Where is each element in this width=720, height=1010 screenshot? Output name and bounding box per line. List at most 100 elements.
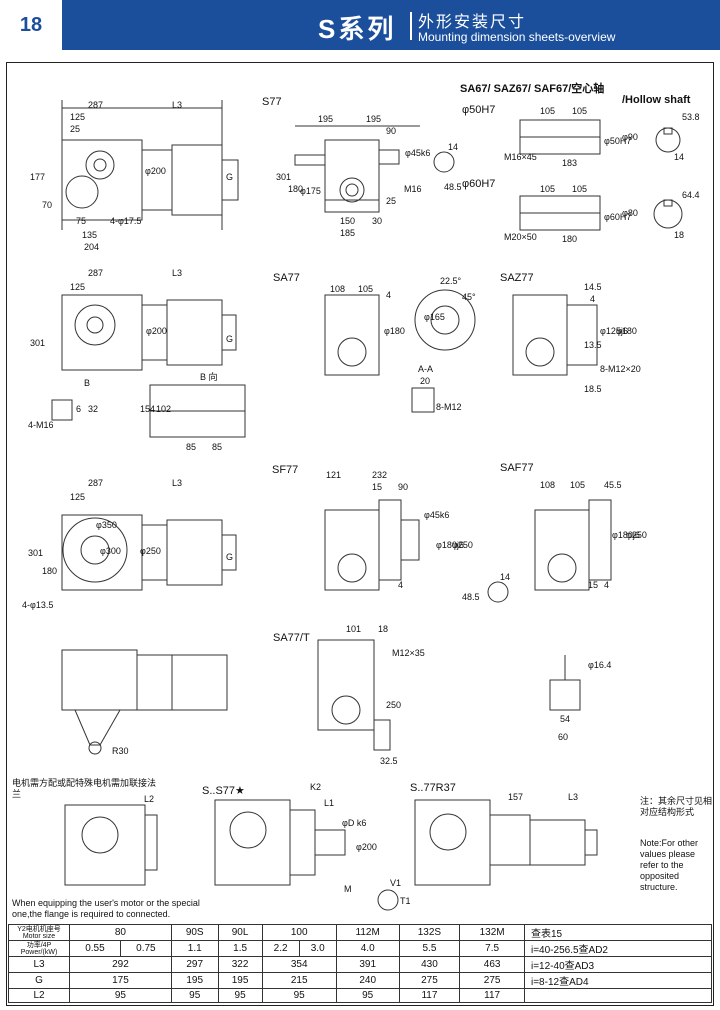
dim-s77-G: G — [226, 172, 234, 182]
dim-bottom-157: 157 — [508, 792, 524, 802]
label-section-aa: A-A — [418, 364, 434, 374]
dim-sa77-phi200: φ200 — [146, 326, 167, 336]
dim-s77-75: 75 — [76, 216, 87, 226]
dim-sa77t-M12x35: M12×35 — [392, 648, 425, 658]
dim-saz77-14.5: 14.5 — [584, 282, 602, 292]
table-cell: 322 — [217, 956, 263, 973]
dim-sa77s-45: 45° — [462, 292, 476, 302]
header-separator — [410, 12, 412, 40]
dim-h60-18: 18 — [674, 230, 685, 240]
table-power-cell: 7.5 — [459, 940, 525, 957]
table-power-cell: 5.5 — [398, 940, 461, 957]
table-cell: 292 — [69, 956, 172, 973]
dim-s77-125: 125 — [70, 112, 86, 122]
dim-sa77-6: 6 — [76, 404, 82, 414]
view-title-hollow-sub: /Hollow shaft — [622, 94, 691, 106]
sa77t-drawing — [61, 639, 581, 755]
dim-sf77s-45k6: φ45k6 — [424, 510, 450, 520]
table-cell: 215 — [261, 972, 337, 989]
dim-sa77s-4: 4 — [386, 290, 392, 300]
s77-main-drawing — [61, 100, 239, 230]
dim-sf77-G: G — [226, 552, 234, 562]
dim-sa77s-108: 108 — [330, 284, 346, 294]
table-cell: 117 — [398, 988, 461, 1003]
dim-sf77-301: 301 — [28, 548, 44, 558]
dim-sf77s-4: 4 — [398, 580, 404, 590]
table-cell: 275 — [398, 972, 461, 989]
table-cell: 240 — [335, 972, 400, 989]
table-cell: 297 — [170, 956, 219, 973]
table-cell: 95 — [335, 988, 400, 1003]
view-title-sa77t: SA77/T — [273, 632, 310, 644]
dim-sa77s-105: 105 — [358, 284, 374, 294]
table-row: 功率/4P Power/(kW) 0.55 0.75 1.1 1.5 2.2 3… — [8, 940, 712, 957]
drawing-frame — [6, 62, 714, 1006]
dim-h50-14: 14 — [674, 152, 685, 162]
view-title-hollow: SA67/ SAZ67/ SAF67/空心轴 — [460, 83, 605, 95]
dim-s77s-185: 185 — [340, 228, 356, 238]
table-row-label: G — [8, 972, 70, 989]
table-cell: 463 — [459, 956, 525, 973]
dim-s77-70: 70 — [42, 200, 53, 210]
dim-s77-25: 25 — [70, 124, 81, 134]
dim-sf77-125: 125 — [70, 492, 86, 502]
dim-sa77-287: 287 — [88, 268, 104, 278]
dim-bottom-200: φ200 — [356, 842, 377, 852]
dim-sa77-G: G — [226, 334, 234, 344]
page-header: 18 S系列 外形安装尺寸 Mounting dimension sheets-… — [0, 0, 720, 50]
table-row-label: L2 — [8, 988, 70, 1003]
dim-bottom-K2: K2 — [310, 782, 322, 792]
s77-side-drawing — [294, 125, 455, 213]
dim-sf77-300: φ300 — [100, 546, 121, 556]
table-power-cell: 2.2 — [261, 940, 300, 957]
dim-sa77-4M16: 4-M16 — [28, 420, 54, 430]
dim-s77s-25: 25 — [386, 196, 397, 206]
dim-saf77-45.5: 45.5 — [604, 480, 622, 490]
table-row: Y2电机机座号 Motor size 80 90S 90L 100 112M 1… — [8, 924, 712, 941]
dim-saz77-13.5: 13.5 — [584, 340, 602, 350]
dim-sa77t-R30: R30 — [112, 746, 129, 756]
view-title-saz77: SAZ77 — [500, 272, 534, 284]
dim-s77s-45k6: φ45k6 — [405, 148, 431, 158]
table-cell: 354 — [261, 956, 337, 973]
dim-saz77-18.5: 18.5 — [584, 384, 602, 394]
dim-s77-L3: L3 — [172, 100, 183, 110]
dim-s77s-90: 90 — [386, 126, 397, 136]
table-size-cell: 132M — [459, 924, 525, 941]
dim-saf77-4: 4 — [604, 580, 610, 590]
view-title-saf77: SAF77 — [500, 462, 534, 474]
table-cell: 117 — [459, 988, 525, 1003]
table-size-cell: 80 — [69, 924, 172, 941]
table-lookup-empty — [524, 988, 712, 1003]
dim-bottom-T1: T1 — [400, 896, 411, 906]
dim-sf77s-232: 232 — [372, 470, 388, 480]
dim-sa77t-18: 18 — [378, 624, 389, 634]
dim-s77s-150: 150 — [340, 216, 356, 226]
dim-sf77-180: 180 — [42, 566, 58, 576]
note-flange-en: When equipping the user's motor or the s… — [12, 898, 200, 919]
dim-sf77-350: φ350 — [96, 520, 117, 530]
dim-s77-phi200: φ200 — [145, 166, 166, 176]
table-power-cell: 3.0 — [298, 940, 337, 957]
bottom-row-drawings — [64, 799, 598, 911]
dim-saf77-108: 108 — [540, 480, 556, 490]
table-cell: 275 — [459, 972, 525, 989]
dim-s77-204: 204 — [84, 242, 100, 252]
table-size-cell: 132S — [398, 924, 461, 941]
dim-saf77-105: 105 — [570, 480, 586, 490]
dim-saz77-180: φ180 — [616, 326, 637, 336]
dim-sa77b-85a: 85 — [186, 442, 197, 452]
table-cell: 95 — [69, 988, 172, 1003]
table-size-cell: 112M — [335, 924, 400, 941]
table-cell: 95 — [217, 988, 263, 1003]
dim-sf77s-15: 15 — [372, 482, 383, 492]
dim-s77s-195b: 195 — [366, 114, 382, 124]
dim-bottom-M: M — [344, 884, 352, 894]
dim-sa77s-165: φ165 — [424, 312, 445, 322]
spec-table: Y2电机机座号 Motor size 80 90S 90L 100 112M 1… — [8, 924, 712, 1003]
dim-bottom-L3: L3 — [568, 792, 579, 802]
table-power-cell: 0.75 — [119, 940, 172, 957]
label-b-direction: B 向 — [200, 372, 218, 382]
table-cell: 430 — [398, 956, 461, 973]
view-title-sa77: SA77 — [273, 272, 300, 284]
